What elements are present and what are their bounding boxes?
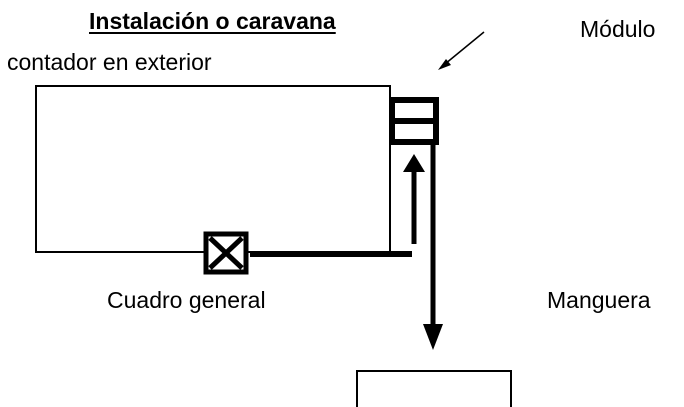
crossed-box-icon [203, 231, 249, 275]
supply-up-arrow [403, 154, 425, 244]
diagram-subtitle: contador en exterior [7, 49, 212, 75]
main-panel-label: Cuadro general [107, 287, 266, 313]
double-compartment-box-icon [389, 97, 439, 145]
module-label: Módulo [580, 16, 656, 42]
module-pointer-arrow [438, 31, 485, 70]
supply-box [356, 370, 512, 407]
hose-down-arrow [423, 145, 443, 350]
hose-label: Manguera [547, 287, 651, 313]
installation-outline [35, 85, 391, 253]
diagram-title: Instalación o caravana [89, 8, 336, 34]
